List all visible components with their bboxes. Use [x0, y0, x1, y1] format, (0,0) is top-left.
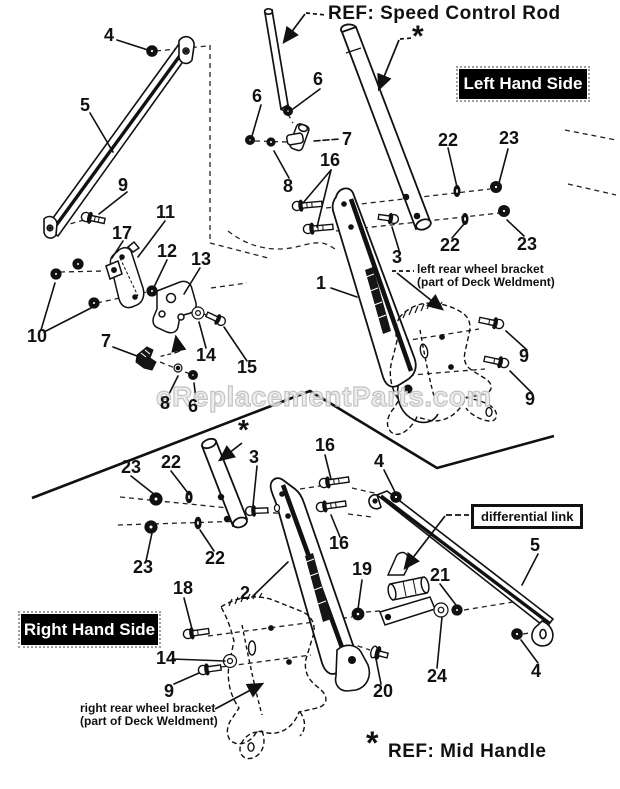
callout-label: 21 — [430, 565, 451, 585]
callout-label: 13 — [191, 249, 212, 269]
callout-label: 23 — [121, 457, 142, 477]
differential-link-label: differential link — [471, 504, 584, 529]
section-divider-line — [31, 389, 555, 500]
callout-label: 23 — [133, 557, 154, 577]
elbow-fitting-7-upper — [285, 123, 310, 152]
callout-label: 1 — [316, 273, 327, 293]
callout-label: 6 — [188, 396, 199, 416]
callout-label: 7 — [101, 331, 112, 351]
callout-label: 4 — [374, 451, 385, 471]
callout-label: 17 — [112, 223, 133, 243]
speed-lever-2 — [269, 477, 371, 692]
callout-label: 20 — [373, 681, 394, 701]
callout-label: 10 — [27, 326, 48, 346]
left-bracket-note: left rear wheel bracket (part of Deck We… — [417, 263, 555, 289]
right-bracket-note-line2: (part of Deck Weldment) — [80, 714, 218, 728]
callout-label: 22 — [161, 452, 182, 472]
left-hand-side-badge: Left Hand Side — [456, 66, 590, 102]
left-bracket-note-line1: left rear wheel bracket — [417, 262, 544, 276]
speed-control-rod-drawing — [263, 7, 290, 112]
callout-label: 6 — [313, 69, 324, 89]
callout-label: 15 — [237, 357, 258, 377]
asterisk-ref-mid-handle: * — [366, 725, 379, 761]
right-bracket-note-line1: right rear wheel bracket — [80, 701, 216, 715]
callout-label: 3 — [249, 447, 260, 467]
ref-mid-handle-label: REF: Mid Handle — [388, 741, 547, 762]
callout-label: 4 — [104, 25, 115, 45]
callout-label: 4 — [531, 661, 542, 681]
callout-label: 2 — [240, 583, 251, 603]
callout-label: 16 — [329, 533, 350, 553]
right-bracket-note: right rear wheel bracket (part of Deck W… — [80, 702, 218, 728]
callout-label: 8 — [283, 176, 294, 196]
left-rear-wheel-bracket-drawing — [386, 301, 498, 435]
callout-label: 9 — [519, 346, 530, 366]
callout-label: 9 — [525, 389, 536, 409]
callout-label: 22 — [438, 130, 459, 150]
callout-label: 9 — [118, 175, 129, 195]
callout-label: 8 — [160, 393, 171, 413]
callout-label: 22 — [440, 235, 461, 255]
right-hand-side-badge: Right Hand Side — [18, 611, 161, 648]
callout-label: 23 — [499, 128, 520, 148]
callout-label: 7 — [342, 129, 353, 149]
elbow-fitting-7-lower — [135, 346, 157, 371]
bracket-13-drawing — [152, 280, 197, 334]
callout-label: 6 — [252, 86, 263, 106]
callout-label: 9 — [164, 681, 175, 701]
callout-label: 5 — [80, 95, 91, 115]
upper-bar-5 — [43, 35, 195, 239]
bolts — [80, 199, 510, 676]
left-bracket-note-line2: (part of Deck Weldment) — [417, 275, 555, 289]
callout-label: 23 — [517, 234, 538, 254]
callout-label: 24 — [427, 666, 448, 686]
mid-handle-tube-upper — [340, 23, 432, 231]
callout-label: 16 — [320, 150, 341, 170]
callout-label: 3 — [392, 247, 403, 267]
nuts-and-washers — [50, 45, 523, 669]
asterisk-upper: * — [412, 20, 424, 53]
callout-label: 18 — [173, 578, 194, 598]
watermark: eReplacementParts.com — [155, 380, 492, 412]
speed-lever-1 — [331, 187, 439, 424]
callout-label: 19 — [352, 559, 373, 579]
arrow-leaders — [171, 12, 469, 710]
callout-label: 14 — [196, 345, 217, 365]
callout-label: 12 — [157, 241, 178, 261]
differential-link-bar — [368, 490, 555, 647]
callout-label: 16 — [315, 435, 336, 455]
leader-lines — [40, 39, 539, 685]
ref-speed-control-rod-label: REF: Speed Control Rod — [328, 3, 561, 24]
callout-label: 22 — [205, 548, 226, 568]
callout-label: 11 — [156, 202, 176, 222]
callout-label: 14 — [156, 648, 177, 668]
asterisk-lower: * — [238, 414, 249, 445]
mid-handle-tube-lower — [200, 437, 249, 529]
callout-label: 5 — [530, 535, 541, 555]
bracket-11-drawing — [105, 240, 145, 309]
